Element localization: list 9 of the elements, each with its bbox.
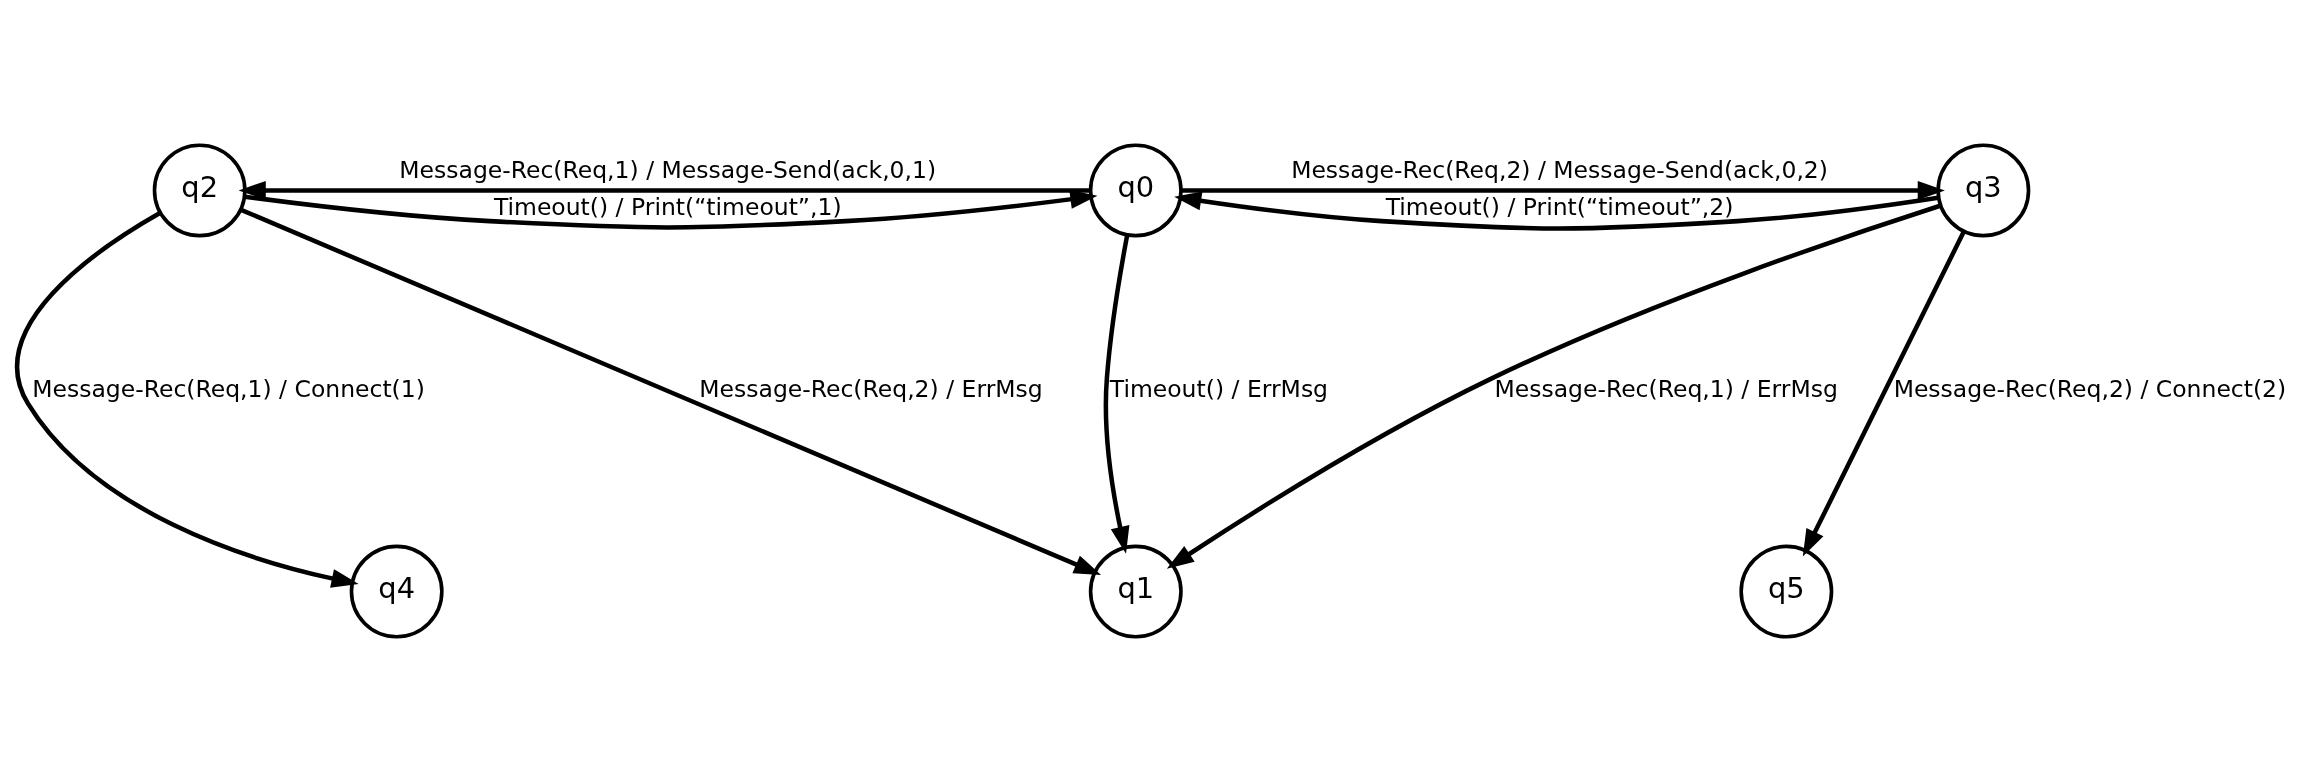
edge-label: Message-Rec(Req,1) / Message-Send(ack,0,1) — [399, 155, 937, 184]
edge-label: Message-Rec(Req,2) / ErrMsg — [699, 374, 1043, 403]
edge-label: Message-Rec(Req,2) / Connect(2) — [1893, 374, 2287, 403]
edge-label: Message-Rec(Req,2) / Message-Send(ack,0,2) — [1291, 155, 1828, 184]
edge-label: Timeout() / Print(“timeout”,2) — [1385, 192, 1734, 221]
edge-label: Message-Rec(Req,1) / ErrMsg — [1494, 374, 1838, 403]
edge-label: Message-Rec(Req,1) / Connect(1) — [32, 374, 425, 403]
edge-label: Timeout() / Print(“timeout”,1) — [493, 192, 842, 221]
edge-label: Timeout() / ErrMsg — [1109, 374, 1329, 403]
